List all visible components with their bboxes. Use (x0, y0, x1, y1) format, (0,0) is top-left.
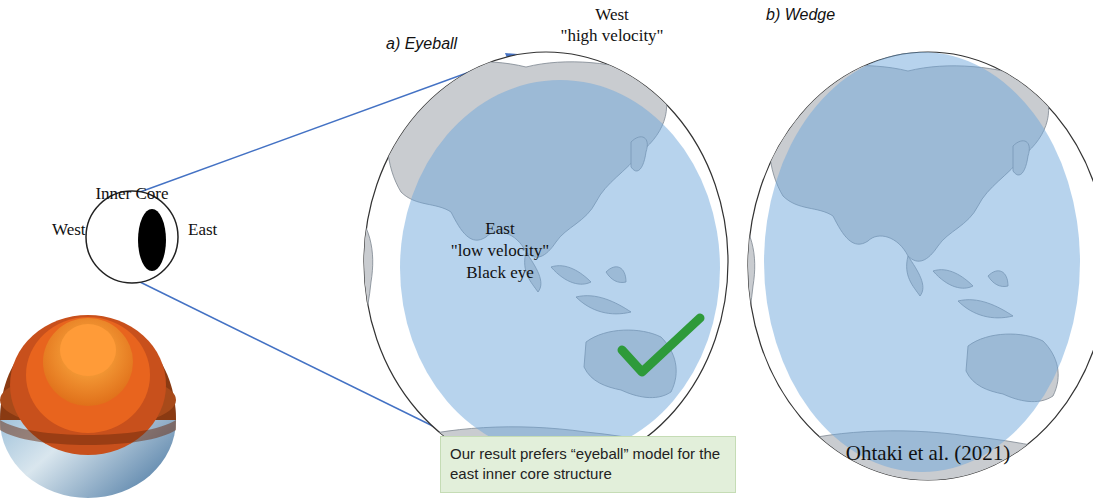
citation: Ohtaki et al. (2021) (846, 442, 1010, 465)
panel-title: b) Wedge (766, 6, 835, 24)
note-text: Our result prefers “eyeball” model for t… (450, 444, 726, 485)
region-label: West (595, 6, 629, 25)
region-label: East (485, 220, 514, 239)
region-label: "low velocity" (451, 242, 549, 261)
side-label: West (52, 221, 86, 240)
region-label: "high velocity" (560, 27, 663, 46)
region-label: Black eye (466, 264, 534, 283)
panel-title: a) Eyeball (386, 35, 457, 53)
note-box: Our result prefers “eyeball” model for t… (440, 436, 736, 493)
side-label: East (188, 221, 217, 240)
core-label: Inner Core (95, 185, 168, 204)
